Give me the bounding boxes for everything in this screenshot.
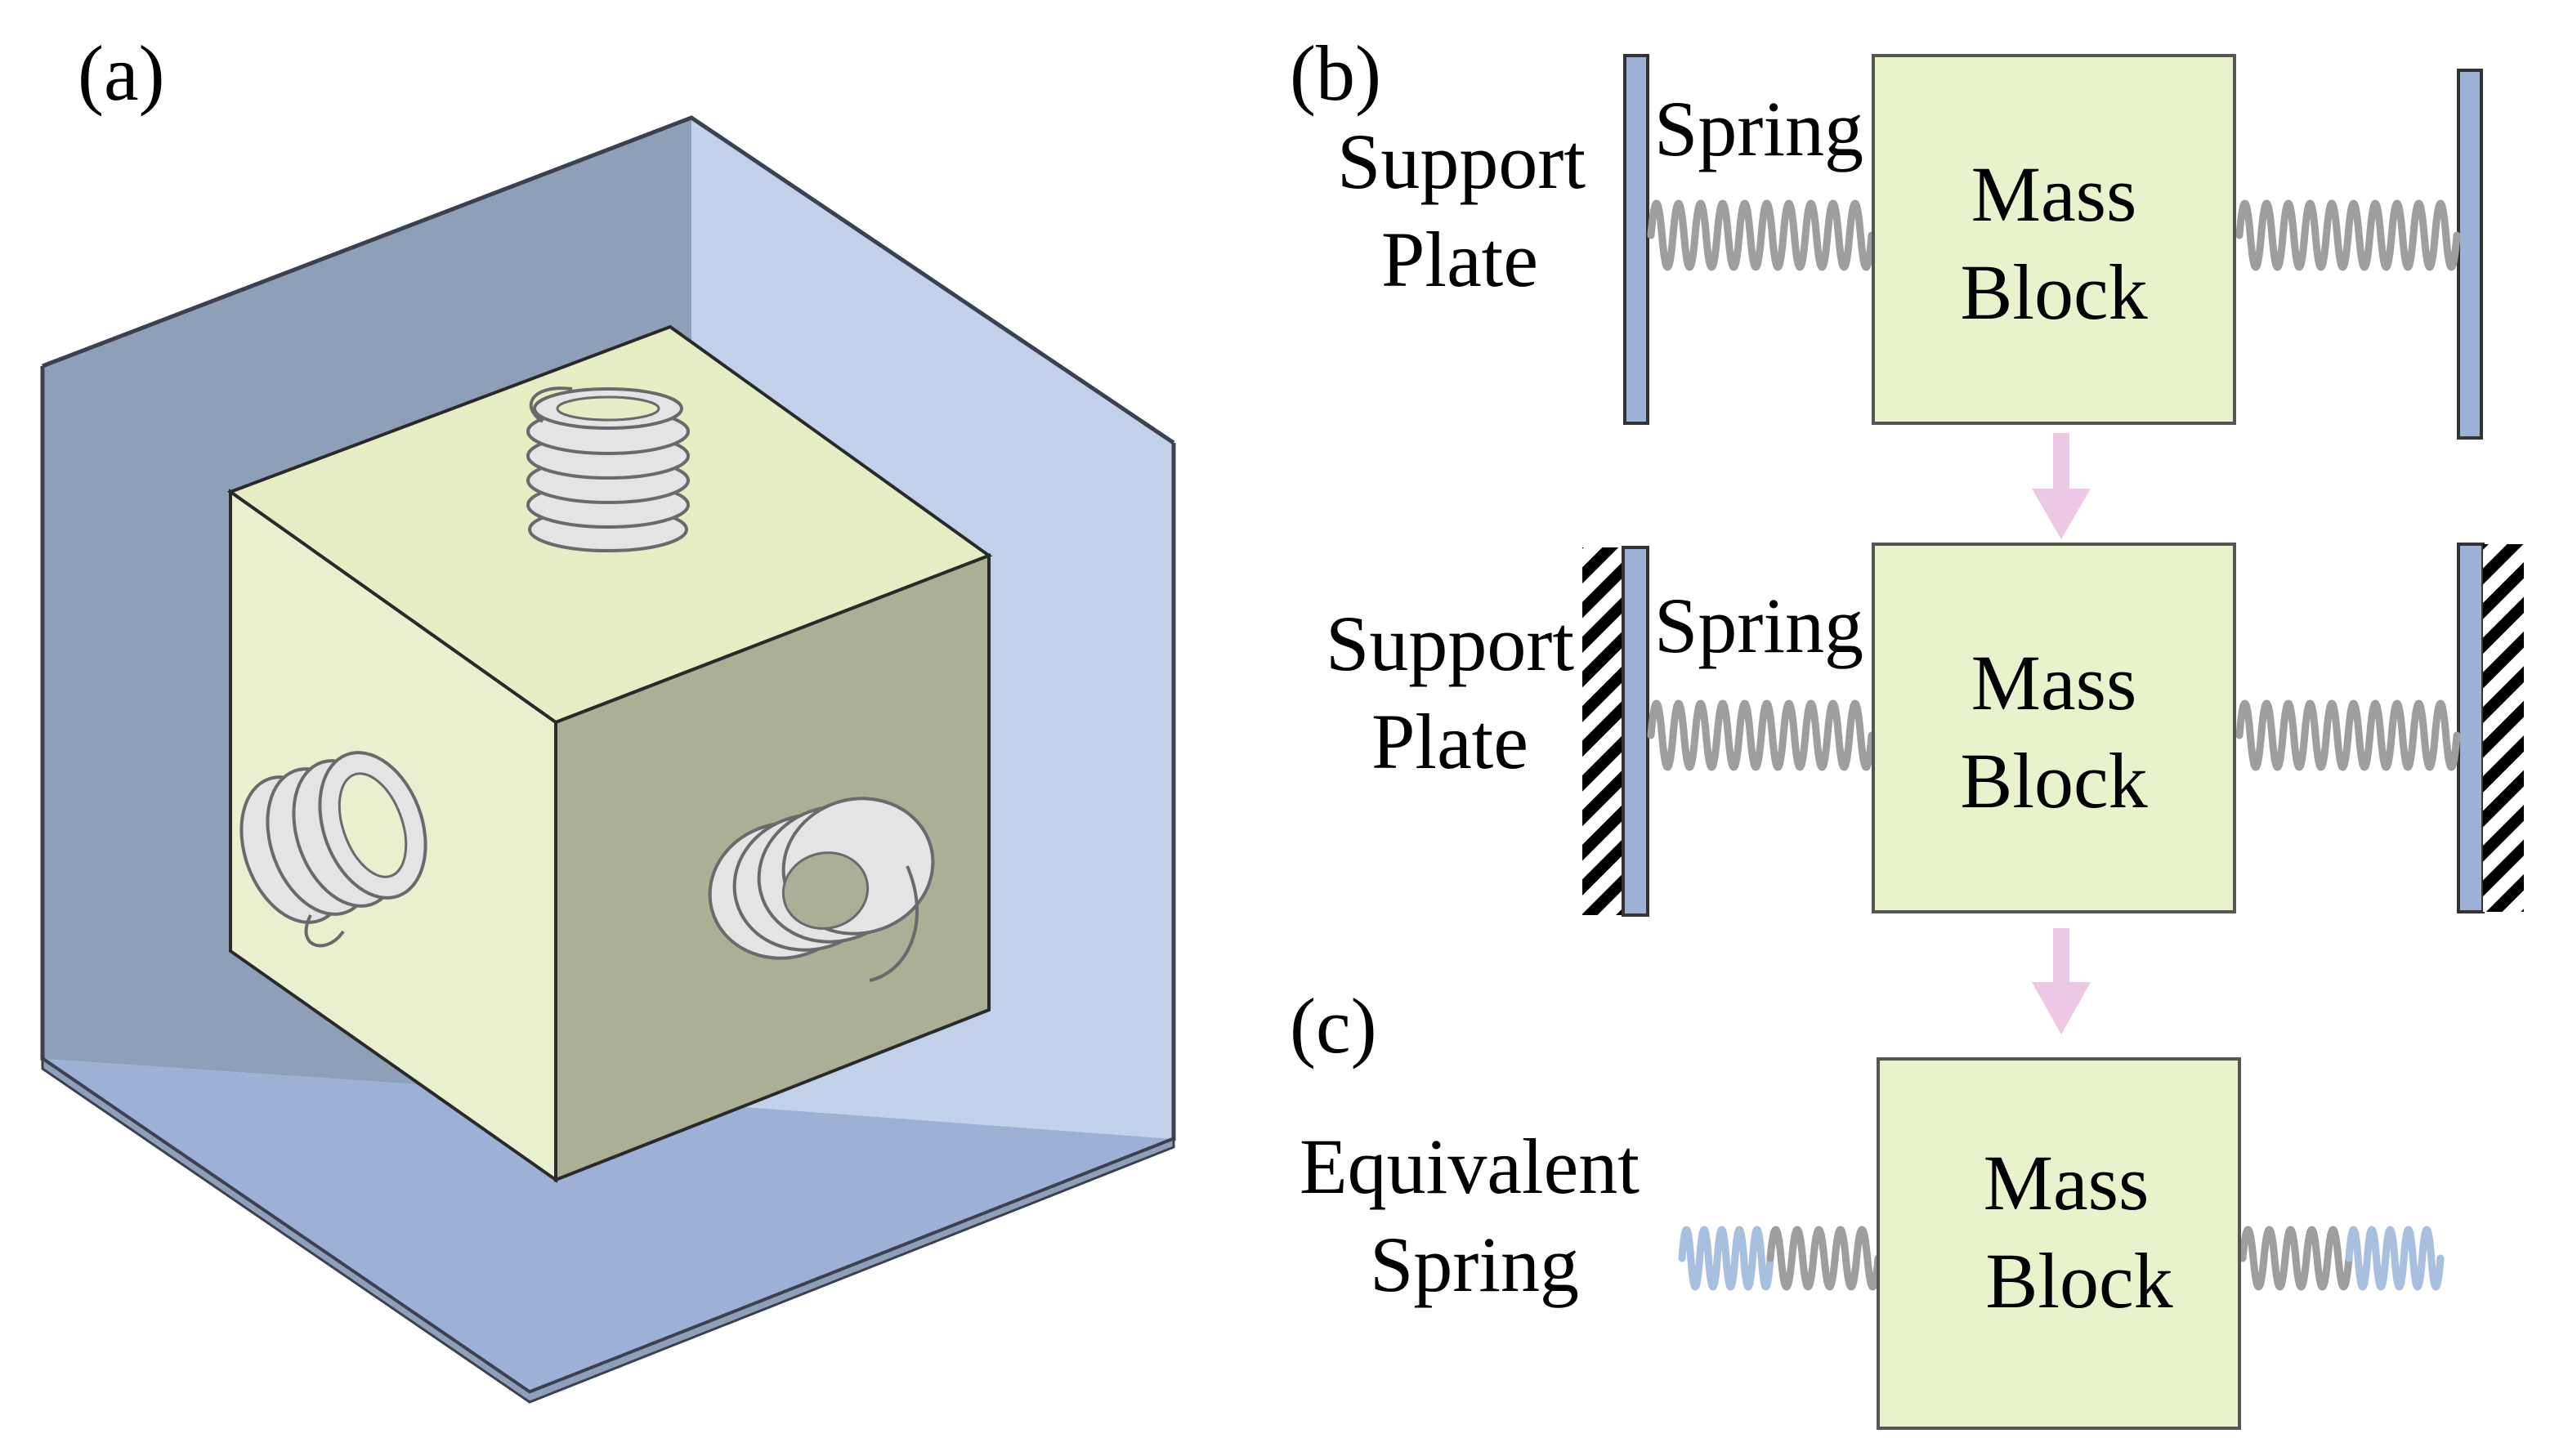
support-plate-label-line1: Support: [1337, 118, 1586, 205]
equivalent-spring-label-line1: Equivalent: [1300, 1123, 1640, 1210]
mass-block-label-line1: Mass: [1971, 150, 2137, 238]
spring-left: [1647, 699, 1876, 771]
support-plate-label-line1: Support: [1326, 600, 1574, 687]
down-arrow-1: [2032, 433, 2091, 539]
support-plate-right: [2457, 543, 2485, 913]
spring-right: [2235, 199, 2461, 271]
support-plate-label-line2: Plate: [1371, 698, 1528, 785]
mass-block-label-line1: Mass: [1984, 1139, 2150, 1226]
mass-block-label-line2: Block: [1985, 1237, 2172, 1324]
equivalent-spring-left-gray: [1766, 1226, 1882, 1291]
spring-left: [1647, 199, 1876, 271]
support-plate-floor: [42, 1059, 1174, 1392]
mass-block-label-line1: Mass: [1971, 639, 2137, 726]
equivalent-spring-right-blue: [2345, 1226, 2445, 1291]
spring-label: Spring: [1654, 85, 1863, 172]
panel-a-label: (a): [78, 29, 165, 117]
support-plate-floor-lip: [41, 1056, 1175, 1404]
mass-block: [1872, 543, 2236, 913]
mass-block: [1877, 1057, 2241, 1430]
support-plate-label-line2: Plate: [1381, 216, 1538, 303]
panel-a-3d-view: (a): [40, 29, 1176, 1404]
panel-c-label: (c): [1290, 982, 1377, 1070]
down-arrow-2: [2032, 928, 2091, 1034]
mass-block-label-line2: Block: [1960, 737, 2147, 824]
spring-label: Spring: [1654, 582, 1863, 669]
panel-b-label: (b): [1290, 29, 1381, 117]
equivalent-spring-left-blue: [1678, 1226, 1774, 1291]
panel-b-row-1: (b) Support Plate Spring Mass Block: [1290, 29, 2483, 440]
equivalent-spring-right-gray: [2239, 1226, 2353, 1291]
support-plate-right: [2457, 69, 2483, 440]
panel-c-equivalent: (c) Equivalent Spring Mass Block: [1290, 982, 2445, 1430]
support-plate-left: [1623, 54, 1649, 425]
support-plate-left: [1622, 546, 1649, 917]
coil-spring-top: [526, 386, 690, 552]
mass-block-label-line2: Block: [1960, 248, 2147, 336]
support-plate-top-edge: [42, 115, 1175, 445]
fixed-support-hatch-left: [1582, 547, 1623, 915]
panel-b-row-2: Support Plate Spring Mass Block: [1326, 543, 2524, 917]
equivalent-spring-label-line2: Spring: [1370, 1221, 1579, 1308]
mass-block: [1872, 54, 2236, 425]
fixed-support-hatch-right: [2483, 544, 2524, 912]
spring-right: [2235, 699, 2461, 771]
coil-spring-left: [239, 751, 427, 948]
coil-spring-right: [708, 797, 935, 982]
